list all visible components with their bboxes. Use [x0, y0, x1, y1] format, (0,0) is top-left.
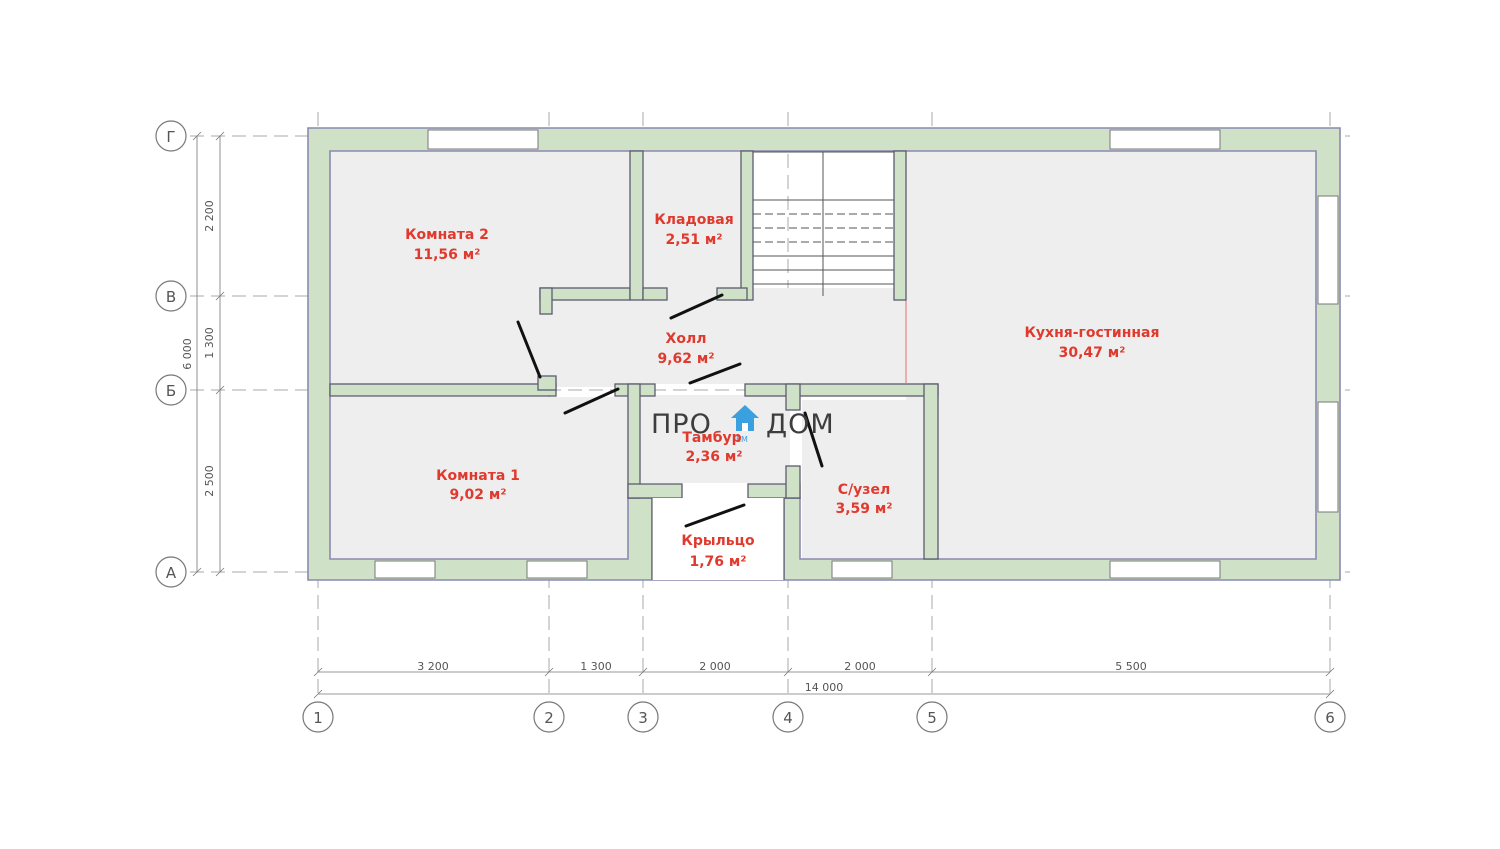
dim-vertical: 1 300 [203, 327, 216, 359]
dim-horizontal: 2 000 [844, 660, 876, 673]
dim-horizontal-total: 14 000 [805, 681, 844, 694]
axis-column-label: 3 [638, 709, 648, 727]
staircase [753, 151, 894, 296]
axis-column-label: 6 [1325, 709, 1335, 727]
room-labels: Комната 2 11,56 м² Кладовая 2,51 м² Холл… [405, 212, 1159, 570]
windows [374, 129, 1339, 580]
watermark-text-left: ПРО [651, 409, 712, 440]
door-entrance [684, 503, 746, 528]
horizontal-dimensions: 3 200 1 300 2 000 2 000 5 500 14 000 [313, 660, 1335, 699]
room-name: Комната 1 [436, 468, 520, 484]
dim-horizontal: 3 200 [417, 660, 449, 673]
room-area: 2,36 м² [686, 449, 743, 465]
room-name: Крыльцо [681, 533, 755, 549]
room-area: 9,02 м² [450, 487, 507, 503]
axis-row-label: Б [166, 382, 176, 400]
house-icon [731, 405, 759, 431]
axis-column-label: 2 [544, 709, 554, 727]
room-area: 11,56 м² [414, 247, 481, 263]
room-area: 2,51 м² [666, 232, 723, 248]
dim-vertical-total: 6 000 [181, 338, 194, 370]
door-kladovaya [669, 293, 724, 320]
room-name: Комната 2 [405, 227, 489, 243]
room-name: Холл [666, 331, 707, 347]
dim-vertical: 2 500 [203, 465, 216, 497]
room-name: Тамбур [682, 430, 741, 446]
watermark-text-right: ДОМ [766, 409, 835, 440]
axis-column-label: 1 [313, 709, 323, 727]
axis-row-label: В [166, 288, 176, 306]
dim-horizontal: 2 000 [699, 660, 731, 673]
dim-horizontal: 5 500 [1115, 660, 1147, 673]
door-komnata-1 [563, 387, 620, 415]
room-area: 9,62 м² [658, 351, 715, 367]
room-area: 3,59 м² [836, 501, 893, 517]
room-name: С/узел [838, 482, 890, 498]
vertical-dimensions: 2 200 1 300 2 500 6 000 [181, 131, 225, 577]
dim-horizontal: 1 300 [580, 660, 612, 673]
dim-vertical: 2 200 [203, 200, 216, 232]
door-suzel [803, 411, 824, 468]
room-area: 30,47 м² [1059, 345, 1126, 361]
room-area: 1,76 м² [690, 554, 747, 570]
room-name: Кухня-гостинная [1024, 325, 1159, 341]
axis-column-label: 4 [783, 709, 793, 727]
axis-markers: Г В Б А 1 2 3 4 5 6 [155, 120, 1346, 733]
watermark-logo: ПРО ДОМ ЕМ [651, 405, 835, 444]
watermark-small: ЕМ [736, 435, 748, 444]
door-komnata-2 [516, 320, 542, 379]
interior-walls [329, 150, 939, 560]
axis-row-label: А [166, 564, 177, 582]
doors [516, 293, 824, 528]
axis-column-label: 5 [927, 709, 937, 727]
room-name: Кладовая [654, 212, 733, 228]
axis-row-label: Г [166, 128, 175, 146]
room-floors [330, 151, 1316, 559]
door-tambur [688, 362, 742, 385]
